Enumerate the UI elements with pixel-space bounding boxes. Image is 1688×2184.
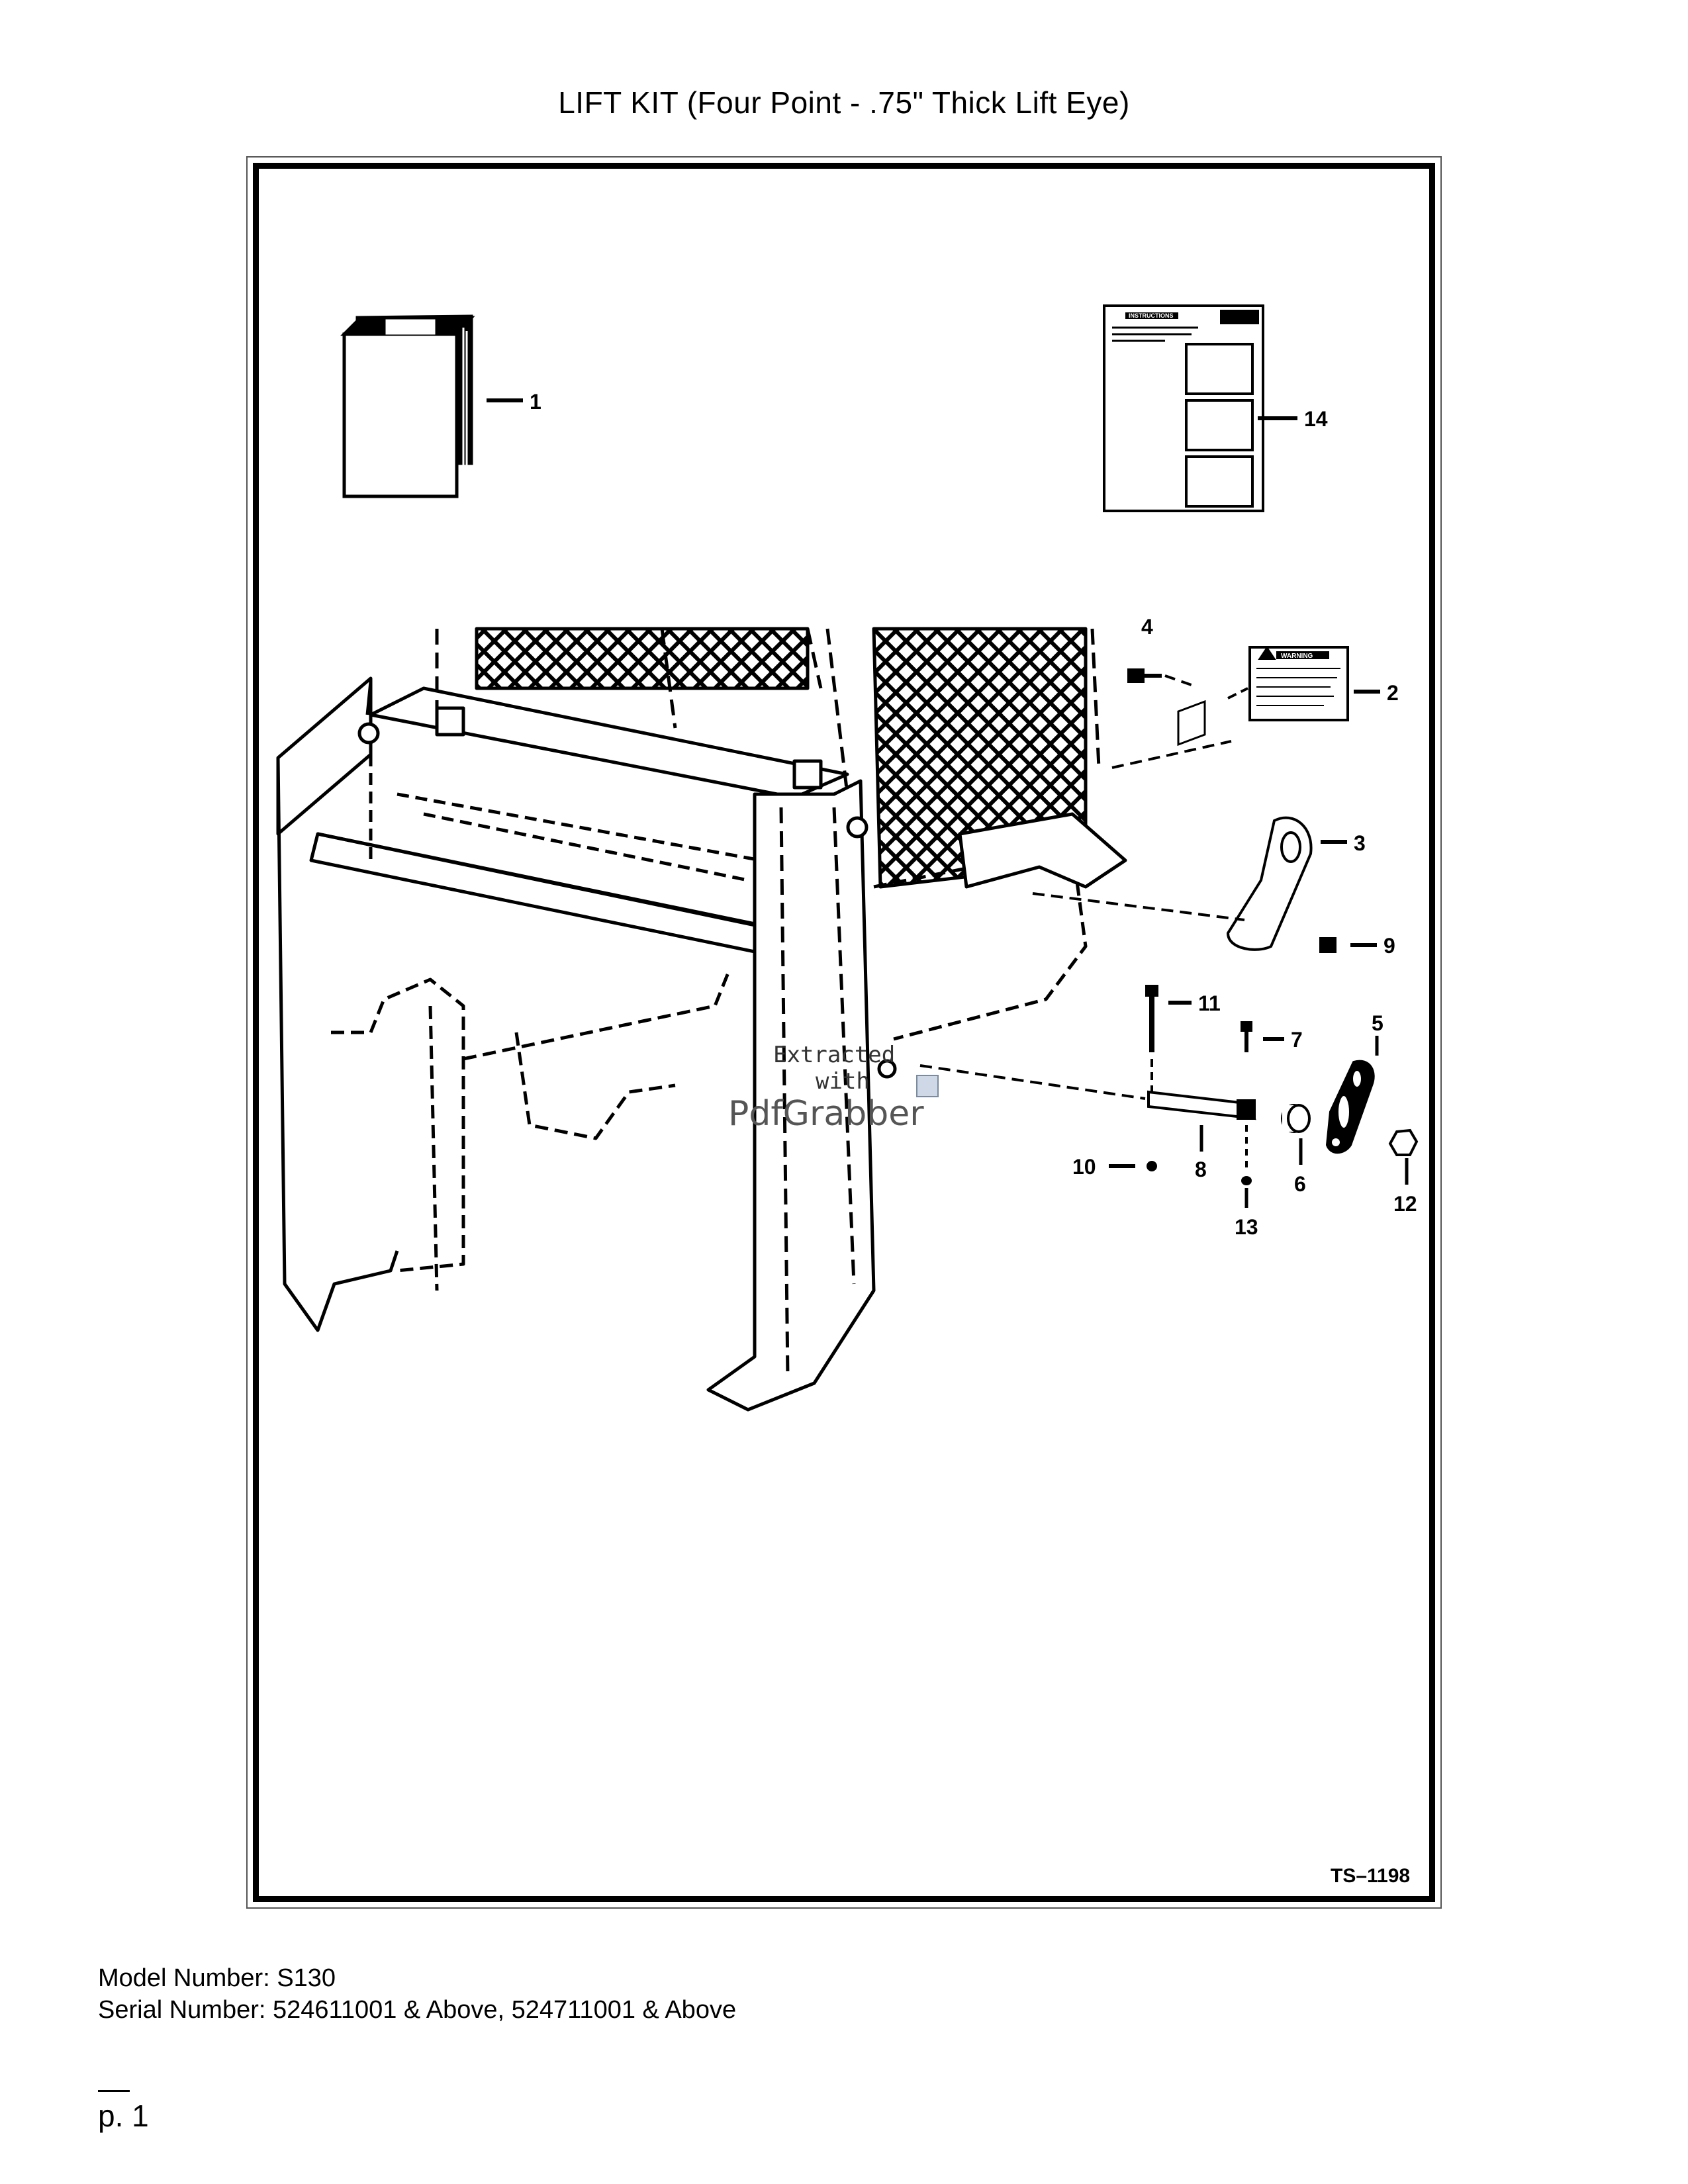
callout-14: 14 bbox=[1304, 407, 1328, 431]
pdfgrabber-watermark: Extracted with PdfGrabber bbox=[728, 1042, 939, 1134]
drawing-id: TS–1198 bbox=[1331, 1865, 1411, 1887]
callout-8: 8 bbox=[1195, 1158, 1207, 1181]
page-number-rule bbox=[98, 2090, 130, 2092]
watermark-brand: PdfGrabber bbox=[728, 1094, 924, 1134]
manual-book-part bbox=[340, 314, 523, 498]
watermark-logo-icon bbox=[916, 1075, 939, 1097]
illustration-frame bbox=[253, 163, 1435, 1902]
model-number: Model Number: S130 bbox=[98, 1964, 336, 1992]
callout-9: 9 bbox=[1383, 934, 1395, 958]
instructions-heading: INSTRUCTIONS bbox=[1129, 312, 1174, 319]
callout-12: 12 bbox=[1393, 1192, 1417, 1216]
callout-2: 2 bbox=[1387, 681, 1399, 705]
watermark-line-2: with bbox=[816, 1068, 870, 1095]
page-number: p. 1 bbox=[98, 2099, 149, 2133]
callout-6: 6 bbox=[1294, 1172, 1306, 1196]
callout-1: 1 bbox=[530, 390, 541, 414]
illustration-frame-outer bbox=[246, 156, 1442, 1909]
loader-frame-illustration bbox=[276, 627, 1127, 1412]
callout-5: 5 bbox=[1372, 1011, 1383, 1035]
callout-7: 7 bbox=[1291, 1028, 1303, 1052]
lift-kit-parts bbox=[919, 646, 1419, 1208]
callout-11: 11 bbox=[1198, 991, 1221, 1015]
page-title: LIFT KIT (Four Point - .75" Thick Lift E… bbox=[558, 85, 1130, 120]
instructions-sheet-part bbox=[1103, 304, 1297, 512]
callout-3: 3 bbox=[1354, 831, 1366, 855]
warning-heading: WARNING bbox=[1281, 653, 1313, 660]
serial-number: Serial Number: 524611001 & Above, 524711… bbox=[98, 1996, 737, 2024]
callout-10: 10 bbox=[1072, 1155, 1096, 1179]
callout-4: 4 bbox=[1141, 615, 1153, 639]
callout-13: 13 bbox=[1235, 1215, 1258, 1239]
watermark-line-1: Extracted bbox=[773, 1042, 895, 1068]
